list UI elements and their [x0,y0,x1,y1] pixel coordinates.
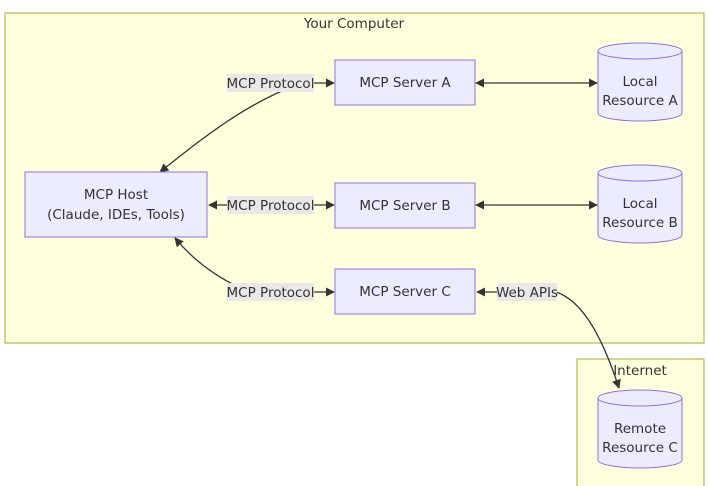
cluster-your-computer-title: Your Computer [303,16,405,32]
node-remote-resource-c[interactable]: Remote Resource C [597,389,683,469]
node-mcp-server-b[interactable]: MCP Server B [334,182,476,229]
node-local-resource-a-line2: Resource A [602,93,678,109]
node-mcp-host-title: MCP Host [84,187,148,203]
node-mcp-server-b-label: MCP Server B [359,198,450,214]
edge-label-protocol-a: MCP Protocol [227,74,315,92]
node-mcp-server-a-label: MCP Server A [359,75,451,91]
edge-label-web-apis: Web APIs [496,283,558,301]
edge-label-protocol-a-text: MCP Protocol [227,76,315,92]
edge-label-protocol-c: MCP Protocol [227,283,315,301]
node-remote-resource-c-line1: Remote [614,421,666,437]
node-mcp-server-c[interactable]: MCP Server C [334,268,476,315]
node-mcp-host-subtitle: (Claude, IDEs, Tools) [47,207,185,223]
node-local-resource-b-line1: Local [623,196,658,212]
node-mcp-server-a[interactable]: MCP Server A [334,59,476,106]
edge-label-web-apis-text: Web APIs [496,285,558,301]
node-mcp-server-c-label: MCP Server C [359,284,451,300]
edge-label-protocol-b-text: MCP Protocol [227,198,315,214]
node-remote-resource-c-line2: Resource C [602,440,678,456]
edge-label-protocol-b: MCP Protocol [227,196,315,214]
node-local-resource-b[interactable]: Local Resource B [597,164,683,244]
edge-web-apis-remote-c [555,291,621,389]
edge-label-protocol-c-text: MCP Protocol [227,285,315,301]
node-local-resource-a[interactable]: Local Resource A [597,42,683,122]
node-mcp-host[interactable]: MCP Host (Claude, IDEs, Tools) [24,171,208,238]
cluster-internet-title: Internet [613,363,667,379]
node-local-resource-b-line2: Resource B [602,215,677,231]
node-local-resource-a-line1: Local [623,74,658,90]
